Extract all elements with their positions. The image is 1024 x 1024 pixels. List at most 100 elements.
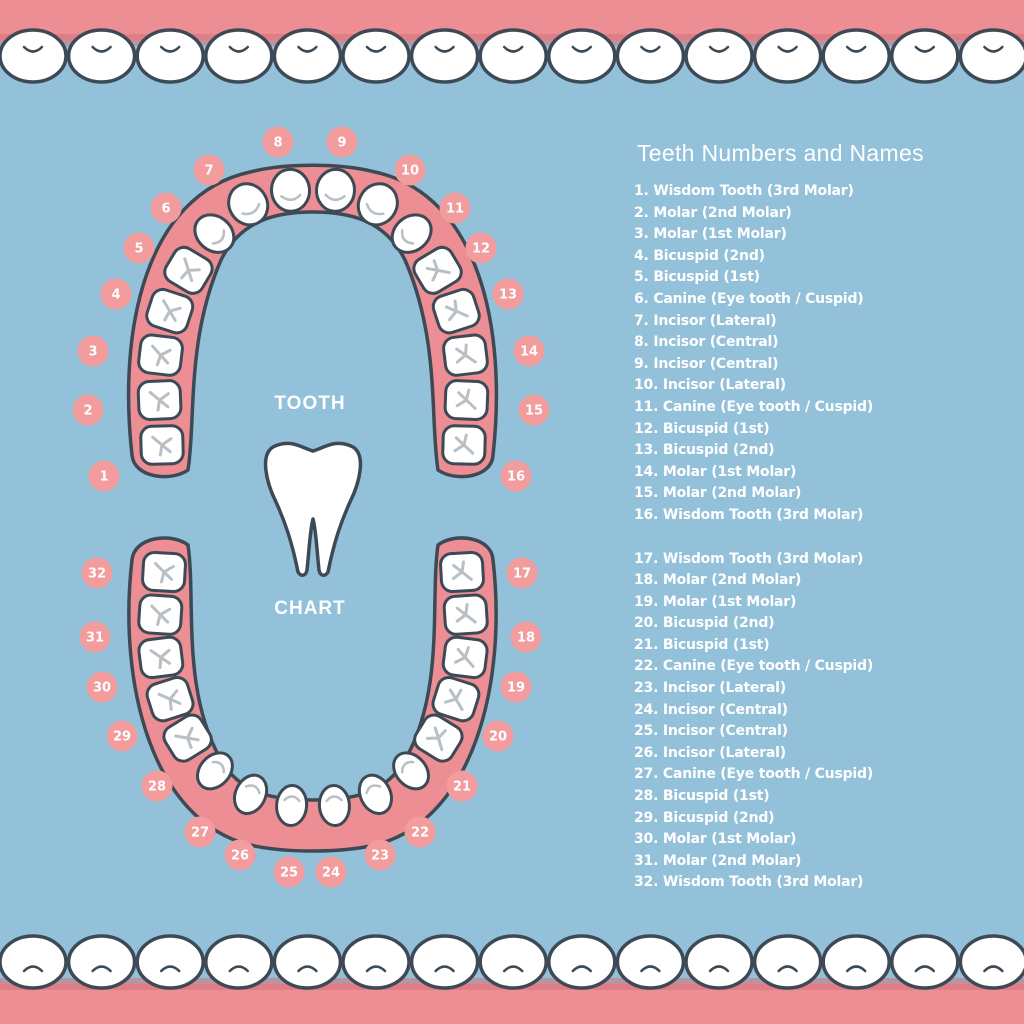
legend-item: 30. Molar (1st Molar) (634, 831, 797, 848)
border-tooth-icon (478, 934, 548, 990)
tooth-number-badge: 1 (88, 460, 120, 492)
tooth-number-badge: 32 (81, 557, 113, 589)
molar-tooth-icon (442, 333, 489, 377)
top-tooth-border (0, 0, 1024, 84)
tooth-number-text: 16 (507, 470, 525, 485)
legend-item: 25. Incisor (Central) (634, 723, 788, 740)
tooth-number-badge: 19 (500, 671, 532, 703)
molar-tooth-icon (439, 550, 485, 594)
tooth-number-badge: 9 (326, 126, 358, 158)
border-tooth-icon (890, 28, 960, 84)
tooth-number-badge: 12 (465, 232, 497, 264)
tooth-number-text: 25 (280, 866, 298, 881)
tooth-number-text: 5 (134, 242, 143, 257)
legend-item: 8. Incisor (Central) (634, 334, 779, 351)
tooth-number-text: 10 (401, 164, 419, 179)
molar-tooth-icon (162, 713, 213, 763)
tooth-number-badge: 15 (518, 394, 550, 426)
incisor-tooth-icon (314, 167, 357, 213)
border-tooth-icon (547, 28, 617, 84)
border-tooth-icon (478, 28, 548, 84)
incisor-tooth-icon (356, 182, 399, 227)
tooth-number-text: 3 (88, 345, 97, 360)
tooth-number-badge: 8 (262, 126, 294, 158)
border-tooth-icon (684, 934, 754, 990)
border-tooth-icon (821, 934, 891, 990)
legend-item: 18. Molar (2nd Molar) (634, 572, 802, 589)
border-tooth-icon (272, 934, 343, 990)
incisor-tooth-icon (233, 773, 269, 815)
molar-tooth-icon (442, 593, 489, 636)
tooth-number-badge: 20 (482, 720, 514, 752)
tooth-number-badge: 24 (315, 856, 347, 888)
tooth-number-text: 29 (113, 730, 131, 745)
legend-item: 12. Bicuspid (1st) (634, 420, 770, 437)
molar-tooth-icon (441, 635, 489, 680)
tooth-number-badge: 27 (184, 816, 216, 848)
legend-item: 11. Canine (Eye tooth / Cuspid) (634, 398, 874, 415)
tooth-number-text: 18 (517, 631, 535, 646)
incisor-tooth-icon (275, 784, 309, 827)
tooth-number-text: 8 (273, 136, 282, 151)
tooth-number-badge: 11 (439, 192, 471, 224)
legend-item: 6. Canine (Eye tooth / Cuspid) (634, 290, 864, 307)
legend-item: 3. Molar (1st Molar) (634, 226, 787, 243)
tooth-number-badge: 16 (500, 460, 532, 492)
tooth-number-badge: 2 (72, 394, 104, 426)
legend-item: 15. Molar (2nd Molar) (634, 485, 802, 502)
border-tooth-icon (204, 934, 274, 990)
incisor-tooth-icon (227, 182, 270, 227)
legend-item: 27. Canine (Eye tooth / Cuspid) (634, 766, 874, 783)
molar-tooth-icon (443, 379, 490, 421)
tooth-number-text: 31 (86, 631, 104, 646)
legend-item: 26. Incisor (Lateral) (634, 744, 786, 761)
tooth-number-text: 20 (489, 730, 507, 745)
legend-item: 5. Bicuspid (1st) (634, 269, 760, 286)
legend-item: 10. Incisor (Lateral) (634, 377, 786, 394)
tooth-number-badge: 14 (513, 335, 545, 367)
border-tooth-icon (684, 28, 754, 84)
border-tooth-icon (135, 28, 205, 84)
border-tooth-icon (615, 28, 686, 84)
tooth-number-text: 6 (161, 202, 170, 217)
border-tooth-icon (890, 934, 960, 990)
tooth-number-text: 32 (88, 567, 106, 582)
legend-item: 2. Molar (2nd Molar) (634, 204, 792, 221)
legend-title: Teeth Numbers and Names (637, 140, 924, 166)
border-tooth-icon (547, 934, 617, 990)
legend-item: 29. Bicuspid (2nd) (634, 809, 775, 826)
incisor-tooth-icon (269, 167, 312, 213)
bottom-tooth-border (0, 934, 1024, 1024)
legend-item: 31. Molar (2nd Molar) (634, 852, 802, 869)
border-tooth-icon (615, 934, 686, 990)
tooth-label: TOOTH (274, 393, 345, 414)
molar-tooth-icon (141, 550, 187, 594)
border-tooth-icon (958, 28, 1024, 84)
border-tooth-icon (752, 934, 823, 990)
legend-item: 32. Wisdom Tooth (3rd Molar) (634, 874, 864, 891)
tooth-number-badge: 10 (394, 154, 426, 186)
tooth-number-text: 14 (520, 345, 538, 360)
legend-item: 13. Bicuspid (2nd) (634, 442, 775, 459)
tooth-number-text: 9 (337, 136, 346, 151)
tooth-number-badge: 22 (404, 816, 436, 848)
tooth-number-badge: 29 (106, 720, 138, 752)
canine-tooth-icon (193, 213, 236, 254)
molar-tooth-icon (441, 424, 487, 466)
tooth-number-text: 12 (472, 242, 490, 257)
tooth-number-badge: 26 (224, 839, 256, 871)
molar-tooth-icon (145, 287, 195, 335)
tooth-number-text: 2 (83, 404, 92, 419)
tooth-number-badge: 18 (510, 621, 542, 653)
border-tooth-icon (409, 28, 480, 84)
tooth-number-badge: 4 (100, 278, 132, 310)
border-tooth-icon (0, 28, 68, 84)
tooth-number-badge: 25 (273, 856, 305, 888)
incisor-tooth-icon (317, 784, 351, 827)
tooth-number-badge: 13 (492, 278, 524, 310)
tooth-number-text: 17 (513, 567, 531, 582)
legend-item: 7. Incisor (Lateral) (634, 312, 777, 329)
